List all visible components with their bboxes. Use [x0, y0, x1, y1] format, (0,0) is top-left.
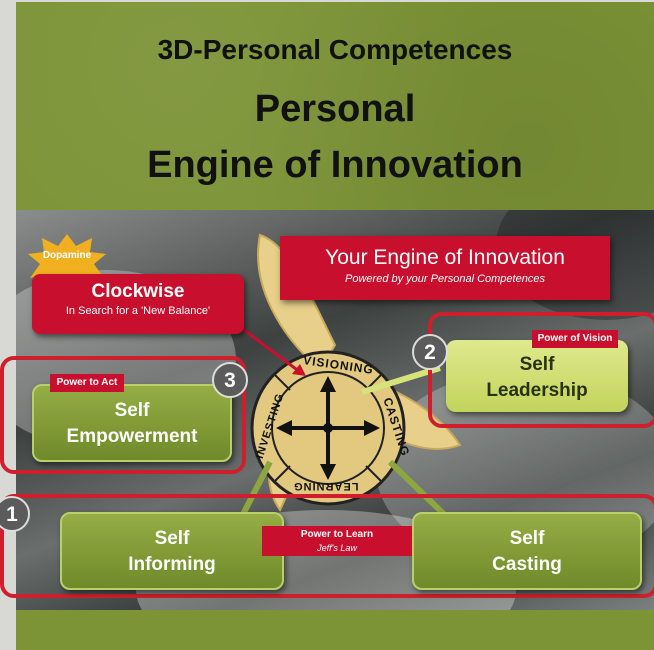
- power-to-learn-label: Power to Learn: [300, 529, 374, 540]
- leadership-line2: Leadership: [486, 380, 588, 401]
- header-banner: Your Engine of Innovation Powered by you…: [280, 236, 610, 300]
- self-casting-box: Self Casting: [412, 512, 642, 590]
- header-title: Your Engine of Innovation: [325, 246, 565, 269]
- empowerment-line1: Self: [114, 400, 150, 421]
- leadership-line1: Self: [519, 354, 555, 375]
- badge-1: 1: [0, 496, 30, 532]
- badge-2: 2: [412, 334, 448, 370]
- dopamine-label: Dopamine: [42, 250, 92, 261]
- informing-line1: Self: [154, 528, 190, 549]
- jeffs-law-label: Jeff's Law: [317, 543, 357, 553]
- power-to-learn-tag: Power to Learn Jeff's Law: [262, 526, 412, 556]
- clockwise-title: Clockwise: [91, 281, 185, 302]
- slide-title-line2: Engine of Innovation: [147, 144, 523, 186]
- power-to-act-tag: Power to Act: [50, 374, 124, 392]
- empowerment-outline: [0, 356, 246, 474]
- bottom-row-outline: [0, 494, 654, 598]
- informing-line2: Informing: [128, 554, 216, 575]
- slide-title-line1: Personal: [254, 88, 416, 130]
- dopamine-starburst: [28, 234, 106, 286]
- self-leadership-box: Self Leadership: [446, 340, 628, 412]
- title-panel: [16, 2, 654, 210]
- leadership-outline: [428, 312, 654, 428]
- casting-line2: Casting: [492, 554, 562, 575]
- header-subtitle: Powered by your Personal Competences: [345, 273, 545, 285]
- slide-subtitle: 3D-Personal Competences: [157, 34, 513, 65]
- casting-line1: Self: [509, 528, 545, 549]
- badge-3: 3: [212, 362, 248, 398]
- empowerment-line2: Empowerment: [66, 426, 198, 447]
- power-of-vision-tag: Power of Vision: [532, 330, 618, 348]
- bottom-strip: [16, 610, 654, 650]
- clockwise-subtitle: In Search for a 'New Balance': [65, 305, 211, 317]
- self-informing-box: Self Informing: [60, 512, 284, 590]
- self-empowerment-box: Self Empowerment: [32, 384, 232, 462]
- clockwise-box: Clockwise In Search for a 'New Balance': [32, 274, 244, 334]
